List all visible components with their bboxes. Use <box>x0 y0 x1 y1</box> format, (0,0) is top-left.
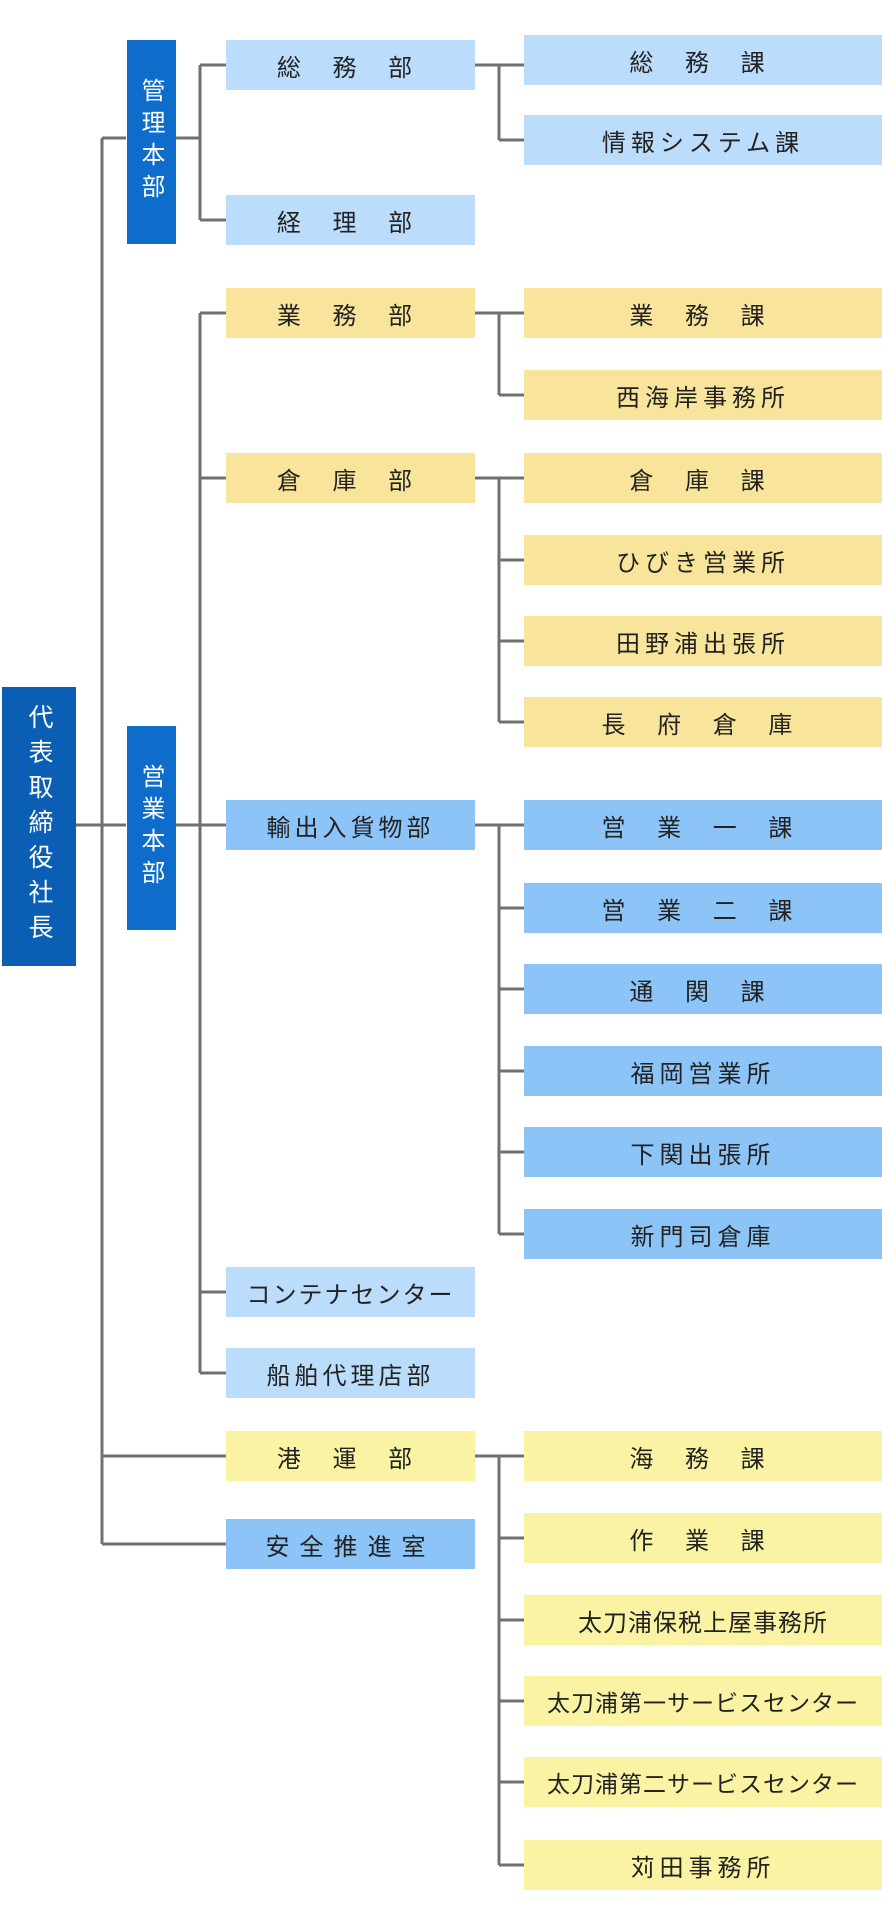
dept-kouun: 港 運 部 <box>226 1431 475 1481</box>
section-hibiki: ひびき営業所 <box>524 535 882 585</box>
dept-keiri: 経 理 部 <box>226 195 475 245</box>
section-sagyo: 作 業 課 <box>524 1513 882 1563</box>
dept-container: コンテナセンター <box>226 1267 475 1317</box>
section-kanda: 苅田事務所 <box>524 1840 882 1890</box>
dept-senpaku: 船舶代理店部 <box>226 1348 475 1398</box>
section-soko-ka: 倉 庫 課 <box>524 453 882 503</box>
section-eigyo2: 営 業 二 課 <box>524 883 882 933</box>
section-chofu: 長 府 倉 庫 <box>524 697 882 747</box>
dept-anzen: 安全推進室 <box>226 1519 475 1569</box>
section-joho-ka: 情報システム課 <box>524 115 882 165</box>
dept-gyomu: 業 務 部 <box>226 288 475 338</box>
section-tsukan: 通 関 課 <box>524 964 882 1014</box>
ceo-box: 代表取締役社長 <box>2 687 76 966</box>
section-shinmoji: 新門司倉庫 <box>524 1209 882 1259</box>
admin-division-box: 管理本部 <box>127 40 176 244</box>
section-shimonoseki: 下関出張所 <box>524 1127 882 1177</box>
section-tanoura: 田野浦出張所 <box>524 616 882 666</box>
dept-somu: 総 務 部 <box>226 40 475 90</box>
section-fukuoka: 福岡営業所 <box>524 1046 882 1096</box>
section-nishikaigan: 西海岸事務所 <box>524 370 882 420</box>
section-kaimu: 海 務 課 <box>524 1431 882 1481</box>
section-gyomu-ka: 業 務 課 <box>524 288 882 338</box>
sales-division-box: 営業本部 <box>127 726 176 930</box>
section-tachinoura-hozei: 太刀浦保税上屋事務所 <box>524 1595 882 1645</box>
section-tachinoura-1: 太刀浦第一サービスセンター <box>524 1676 882 1726</box>
section-eigyo1: 営 業 一 課 <box>524 800 882 850</box>
section-tachinoura-2: 太刀浦第二サービスセンター <box>524 1757 882 1807</box>
section-somu-ka: 総 務 課 <box>524 35 882 85</box>
dept-soko: 倉 庫 部 <box>226 453 475 503</box>
dept-yushutsu: 輸出入貨物部 <box>226 800 475 850</box>
